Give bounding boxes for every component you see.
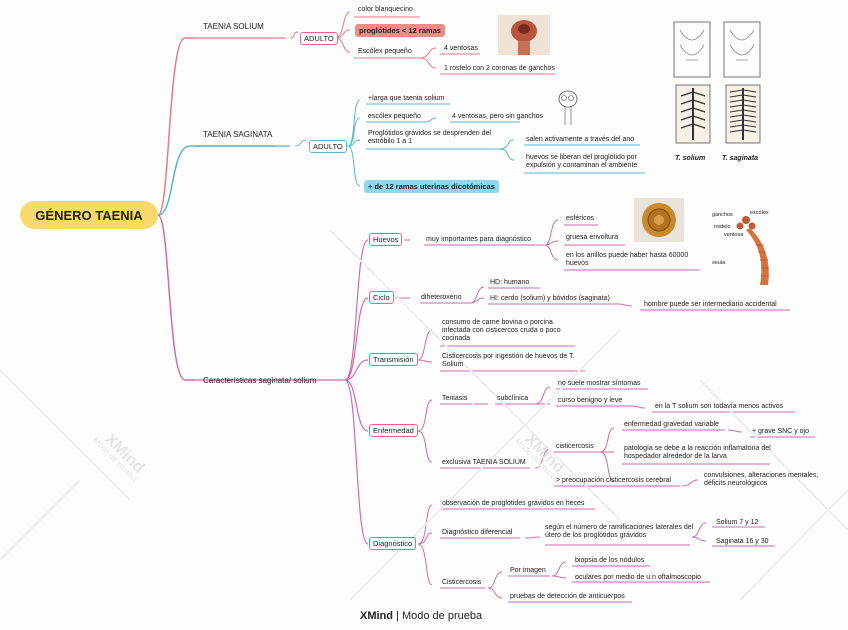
diagnostico-imagen[interactable]: Por imagen: [510, 567, 546, 574]
saginata-huevos[interactable]: huevos se liberan del proglótido por exp…: [526, 154, 638, 170]
diagnostico-cisticercosis[interactable]: Cisticercosis: [442, 579, 482, 586]
egg-photo-image: [634, 198, 684, 242]
root-node[interactable]: GÉNERO TAENIA: [20, 201, 158, 229]
enfermedad-preocupacion[interactable]: > preocupación cisticercosis cerebral: [556, 477, 671, 484]
solium-escolex[interactable]: Escólex pequeño: [358, 48, 412, 55]
solium-proglotides-highlight[interactable]: proglótides < 12 ramas: [355, 24, 445, 37]
branch-taenia-solium[interactable]: TAENIA SOLIUM: [203, 22, 264, 31]
diagnostico-observacion[interactable]: observación de proglótides grávidos en h…: [442, 500, 585, 507]
diagnostico-node[interactable]: Diagnóstico: [369, 537, 417, 550]
enfermedad-exclusiva[interactable]: exclusiva TAENIA SOLIUM: [442, 459, 526, 466]
huevos-anillos[interactable]: en los anillos puede haber hasta 60000 h…: [566, 252, 689, 268]
figure-label-tsolium: T. solium: [675, 155, 706, 162]
transmision-consumo[interactable]: consumo de carne bovina o porcina infect…: [442, 319, 561, 343]
huevos-esfericos[interactable]: esféricos: [566, 215, 595, 222]
enfermedad-teniasis[interactable]: Teniasis: [442, 395, 468, 402]
saginata-adulto-node[interactable]: ADULTO: [309, 140, 347, 153]
figure-label-xeula: xeula: [712, 260, 726, 266]
proglottid-comparison-image: [668, 20, 768, 160]
ciclo-hi[interactable]: HI: cerdo (solium) y bóvidos (saginata): [490, 295, 610, 302]
enfermedad-node[interactable]: Enfermedad: [369, 424, 418, 437]
footer-text: Modo de prueba: [401, 610, 483, 622]
saginata-escolex[interactable]: escólex pequeño: [368, 113, 421, 120]
diagnostico-saginata[interactable]: Saginata 16 y 30: [716, 538, 769, 545]
diagnostico-diferencial[interactable]: Diagnóstico diferencial: [442, 529, 513, 536]
enfermedad-curso[interactable]: curso benigno y leve: [558, 397, 623, 404]
saginata-salen[interactable]: salen activamente a través del ano: [526, 136, 635, 143]
ciclo-hombre[interactable]: hombre puede ser intermediario accidenta…: [644, 301, 777, 308]
diagnostico-solium[interactable]: Solium 7 y 12: [716, 519, 759, 526]
solium-adulto-node[interactable]: ADULTO: [300, 32, 338, 45]
solium-ventosas[interactable]: 4 ventosas: [444, 45, 478, 52]
scolex-diagram-image: [710, 200, 790, 290]
figure-label-ventosa: ventosa: [724, 232, 744, 238]
solium-color[interactable]: color blanquecino: [358, 6, 413, 13]
solium-rostelo[interactable]: 1 rostelo con 2 coronas de ganchos: [444, 65, 555, 72]
transmision-node[interactable]: Transmisión: [369, 353, 418, 366]
ciclo-diheteroxeno[interactable]: diheteroxeno: [421, 294, 462, 301]
ciclo-hd[interactable]: HD: humano: [490, 279, 530, 286]
transmision-cisticercosis[interactable]: Cisticercosis por ingestión de huevos de…: [442, 353, 575, 369]
footer-separator: |: [396, 610, 399, 622]
ciclo-node[interactable]: Ciclo: [369, 291, 394, 304]
diagnostico-pruebas[interactable]: pruebas de detección de anticuerpos: [510, 593, 625, 600]
footer-brand: XMind: [360, 610, 393, 622]
figure-label-ganchos: ganchos: [712, 212, 733, 218]
enfermedad-gravedad[interactable]: enfermedad gravedad variable: [624, 421, 719, 428]
enfermedad-snc[interactable]: + grave SNC y ojo: [752, 428, 809, 435]
footer: XMind | Modo de prueba: [360, 610, 482, 622]
saginata-proglotidos[interactable]: Proglótidos grávidos se desprenden del e…: [368, 130, 491, 146]
saginata-larga[interactable]: +larga que taenia solium: [368, 95, 445, 102]
enfermedad-convulsiones[interactable]: convulsiones, alteraciones mentales, déf…: [704, 472, 819, 488]
enfermedad-patologia[interactable]: patología se debe a la reacción inflamat…: [624, 445, 771, 461]
saginata-ramas-highlight[interactable]: + de 12 ramas uterinas dicotómicas: [364, 180, 499, 193]
enfermedad-cisticercosis[interactable]: cisticercosis: [556, 443, 594, 450]
figure-label-escolex: escólex: [750, 210, 769, 216]
enfermedad-tsolium[interactable]: en la T solium son todavía menos activos: [655, 403, 784, 410]
figure-label-tsaginata: T. saginata: [722, 155, 759, 162]
saginata-ventosas[interactable]: 4 ventosas, pero sin ganchos: [452, 113, 544, 120]
enfermedad-subclinica[interactable]: subclínica: [497, 395, 529, 402]
branch-caracteristicas[interactable]: Características saginata/ solium: [203, 376, 317, 385]
branch-taenia-saginata[interactable]: TAENIA SAGINATA: [203, 130, 273, 139]
diagnostico-biopsia[interactable]: biopsia de los nódulos: [575, 557, 645, 564]
scolex-sketch-image: [556, 88, 580, 126]
scolex-photo-image: [498, 15, 550, 55]
huevos-node[interactable]: Huevos: [369, 233, 403, 246]
huevos-diag[interactable]: muy importantes para diagnóstico: [426, 236, 532, 243]
figure-label-rostelo: rostelo: [714, 224, 731, 230]
diagnostico-oculares[interactable]: oculares por medio de u n oftalmoscopio: [575, 574, 702, 581]
diagnostico-segun[interactable]: según el número de ramificaciones latera…: [545, 524, 694, 540]
huevos-gruesa[interactable]: gruesa envoltura: [566, 234, 619, 241]
enfermedad-nosuele[interactable]: no suele mostrar síntomas: [558, 380, 641, 387]
